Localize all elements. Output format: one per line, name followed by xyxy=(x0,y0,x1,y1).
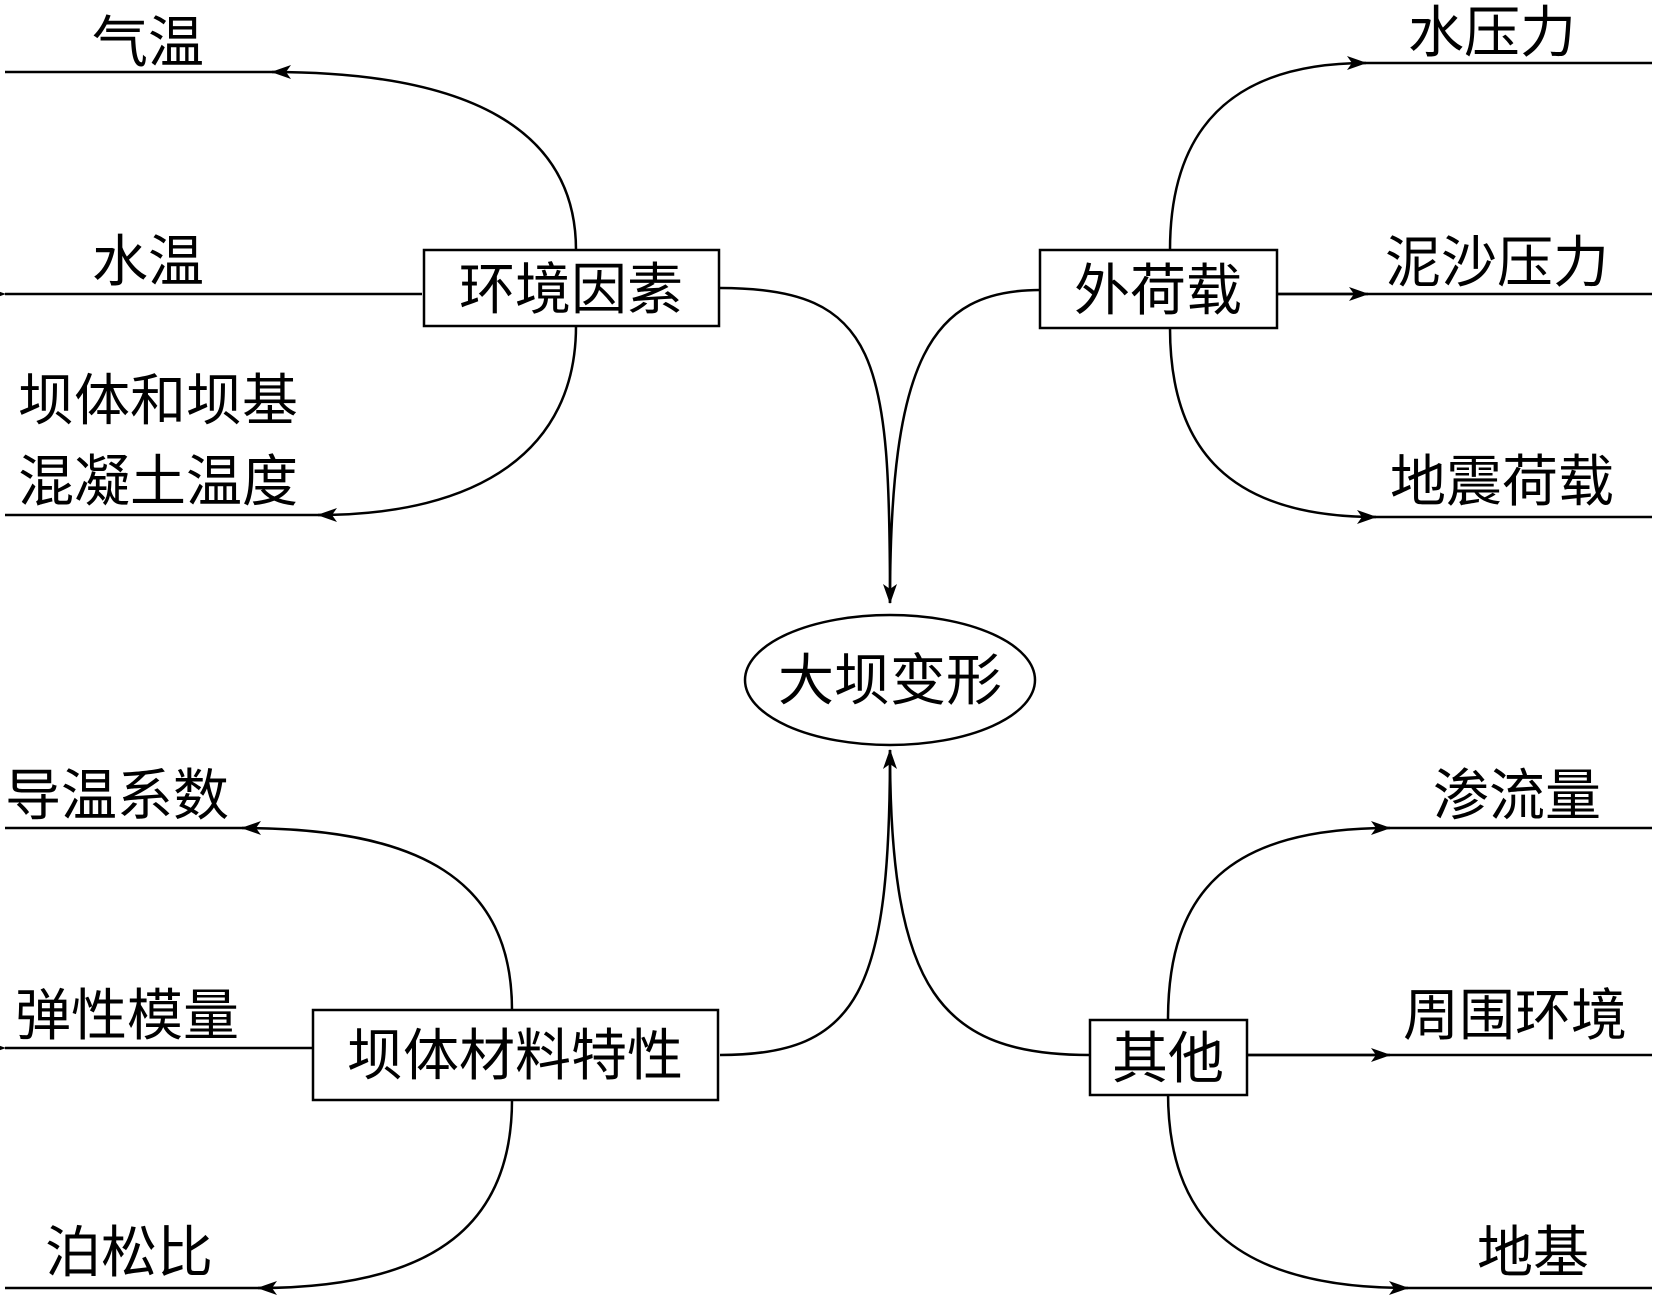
arrow-to-earthquake-load xyxy=(1168,327,1377,524)
surroundings-label: 周围环境 xyxy=(1403,984,1627,1049)
other-label: 其他 xyxy=(1112,1027,1224,1092)
concrete-temp-label: 混凝土温度 xyxy=(18,450,298,515)
sediment-pressure-label: 泥沙压力 xyxy=(1385,231,1609,296)
arrow-to-concrete-temp xyxy=(317,325,578,522)
poisson-ratio-label: 泊松比 xyxy=(45,1221,213,1286)
material-box xyxy=(311,1008,720,1102)
external-load-branch: 外荷载 水压力 泥沙压力 地震荷载 xyxy=(888,1,1652,604)
arrow-to-poisson-ratio xyxy=(257,1099,514,1295)
earthquake-load-label: 地震荷载 xyxy=(1390,450,1614,515)
arrow-to-air-temp xyxy=(271,65,578,251)
center-label: 大坝变形 xyxy=(778,649,1002,714)
environment-label: 环境因素 xyxy=(459,258,683,323)
thermal-diffusivity-label: 导温系数 xyxy=(5,764,229,829)
arrow-material-to-center xyxy=(719,749,897,1057)
arrow-to-thermal-diffusivity xyxy=(241,821,514,1011)
other-box xyxy=(1088,1018,1249,1097)
dam-foundation-label: 坝体和坝基 xyxy=(18,369,298,434)
material-branch: 坝体材料特性 导温系数 弹性模量 泊松比 xyxy=(0,749,897,1295)
arrow-to-seepage xyxy=(1166,821,1391,1021)
external-load-box xyxy=(1038,248,1279,330)
water-temp-label: 水温 xyxy=(92,230,204,295)
arrow-to-foundation xyxy=(1166,1091,1409,1295)
arrow-to-water-pressure xyxy=(1168,56,1367,251)
elastic-modulus-label: 弹性模量 xyxy=(15,984,239,1049)
environment-box xyxy=(422,248,721,328)
environment-branch: 环境因素 气温 水温 坝体和坝基 混凝土温度 xyxy=(0,11,897,604)
material-label: 坝体材料特性 xyxy=(347,1024,683,1089)
connector-load-to-center xyxy=(888,288,1041,604)
center-ellipse xyxy=(743,613,1037,747)
connector-other-to-center xyxy=(888,749,1091,1057)
seepage-label: 渗流量 xyxy=(1433,764,1601,829)
other-branch: 其他 渗流量 周围环境 地基 xyxy=(888,749,1652,1295)
external-load-label: 外荷载 xyxy=(1074,259,1242,324)
foundation-label: 地基 xyxy=(1477,1221,1589,1286)
water-pressure-label: 水压力 xyxy=(1408,1,1576,66)
center-node: 大坝变形 xyxy=(743,613,1037,747)
arrow-env-to-center xyxy=(719,286,897,604)
air-temp-label: 气温 xyxy=(92,11,204,76)
